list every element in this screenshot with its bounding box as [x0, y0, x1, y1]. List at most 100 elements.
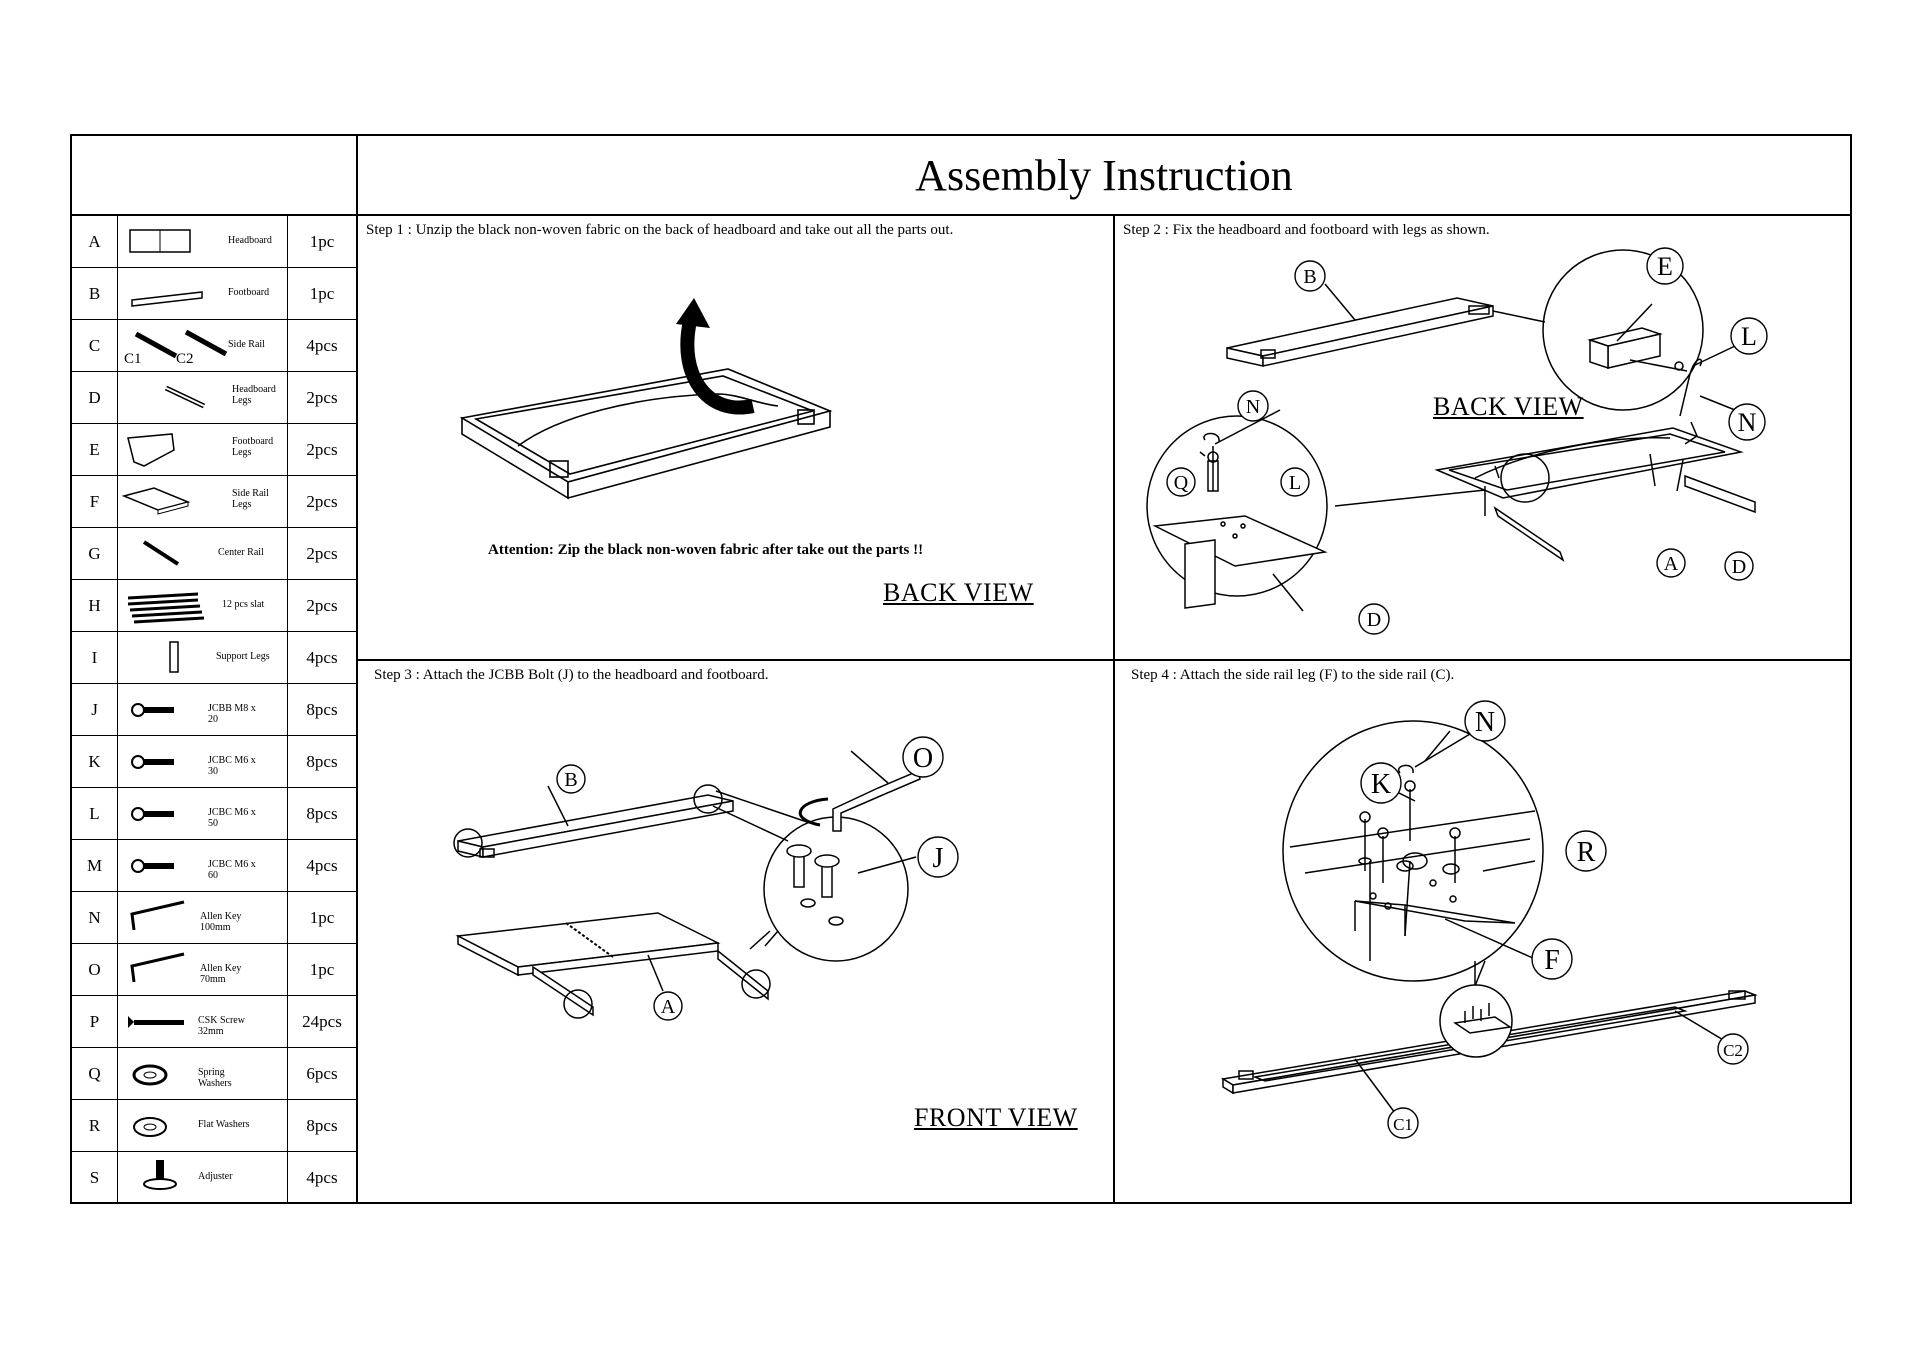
part-quantity: 24pcs	[302, 1011, 342, 1031]
callout-d: D	[1732, 556, 1746, 578]
step-1-panel: Step 1 : Unzip the black non-woven fabri…	[358, 216, 1115, 661]
part-letter: Q	[72, 1048, 118, 1099]
part-row-j: J JCBB M8 x 20 8pcs	[72, 684, 356, 736]
callout-a: A	[1664, 553, 1679, 575]
part-picture: Footboard Legs	[118, 424, 288, 475]
part-letter: R	[72, 1100, 118, 1151]
bolt-icon	[131, 755, 174, 769]
part-letter: L	[72, 788, 118, 839]
part-letter: K	[72, 736, 118, 787]
part-name: Headboard Legs	[232, 384, 276, 406]
part-name: JCBB M8 x 20	[208, 703, 256, 725]
callout-b: B	[1303, 266, 1316, 288]
bolt-icon	[131, 859, 174, 873]
part-picture: Side Rail Legs	[118, 476, 288, 527]
flat-washer-icon	[133, 1117, 167, 1137]
allen-key-icon	[130, 952, 185, 983]
part-name: Footboard	[228, 287, 270, 298]
step-2-panel: Step 2 : Fix the headboard and footboard…	[1115, 216, 1852, 661]
step-2-diagram: B E L N N Q L A D D	[1146, 247, 1768, 635]
part-row-s: S Adjuster 4pcs	[72, 1152, 356, 1204]
part-row-b: B Footboard 1pc	[72, 268, 356, 320]
callout-r: R	[1577, 837, 1596, 868]
part-letter: J	[72, 684, 118, 735]
support-leg-icon	[169, 641, 179, 673]
callout-c2: C2	[1723, 1041, 1743, 1060]
headboard-icon	[129, 229, 191, 253]
screw-icon	[128, 1016, 184, 1028]
attention-note: Attention: Zip the black non-woven fabri…	[488, 542, 924, 558]
part-letter: G	[72, 528, 118, 579]
step-3-panel: Step 3 : Attach the JCBB Bolt (J) to the…	[358, 661, 1115, 1204]
side-rail-icon	[134, 329, 228, 359]
step-1-text: Step 1 : Unzip the black non-woven fabri…	[366, 222, 954, 238]
callout-n: N	[1246, 396, 1260, 418]
part-picture: JCBB M8 x 20	[118, 684, 288, 735]
callout-e: E	[1657, 252, 1673, 281]
callout-b: B	[564, 769, 577, 791]
callout-n-2: N	[1738, 408, 1757, 437]
step-2-view-label: BACK VIEW	[1433, 392, 1584, 421]
callout-l: L	[1741, 322, 1757, 351]
part-picture: Headboard Legs	[118, 372, 288, 423]
part-quantity: 8pcs	[306, 699, 338, 719]
part-name: Center Rail	[218, 547, 264, 558]
part-quantity: 6pcs	[306, 1063, 338, 1083]
slat-bundle-icon	[127, 592, 205, 624]
part-picture: Center Rail	[118, 528, 288, 579]
part-picture: JCBC M6 x 50	[118, 788, 288, 839]
part-name: Side Rail Legs	[232, 488, 269, 510]
part-picture: Support Legs	[118, 632, 288, 683]
part-quantity: 8pcs	[306, 803, 338, 823]
part-name: Adjuster	[198, 1171, 233, 1182]
callout-f: F	[1544, 945, 1560, 976]
part-letter: N	[72, 892, 118, 943]
spring-washer-icon	[132, 1064, 168, 1086]
part-name: CSK Screw 32mm	[198, 1015, 245, 1037]
part-quantity: 1pc	[309, 231, 335, 251]
part-letter: B	[72, 268, 118, 319]
step-1-diagram	[459, 298, 833, 500]
part-letter: P	[72, 996, 118, 1047]
callout-j: J	[933, 843, 944, 874]
part-letter: M	[72, 840, 118, 891]
adjuster-icon	[143, 1160, 177, 1190]
part-name: Headboard	[228, 235, 272, 246]
side-rail-sub-label: C2	[176, 351, 194, 367]
headboard-leg-icon	[164, 385, 206, 409]
part-quantity: 1pc	[309, 283, 335, 303]
step-3-diagram: B O J A	[453, 736, 959, 1021]
part-quantity: 4pcs	[306, 335, 338, 355]
part-letter: F	[72, 476, 118, 527]
step-4-text: Step 4 : Attach the side rail leg (F) to…	[1131, 667, 1455, 683]
part-quantity: 4pcs	[306, 1168, 338, 1187]
side-rail-sub-label: C1	[124, 351, 142, 367]
part-picture: Spring Washers	[118, 1048, 288, 1099]
callout-k: K	[1371, 769, 1391, 800]
part-picture: Adjuster	[118, 1152, 288, 1204]
page-title: Assembly Instruction	[358, 136, 1850, 216]
part-letter: S	[72, 1152, 118, 1204]
part-name: Allen Key 100mm	[200, 911, 242, 933]
callout-l-2: L	[1289, 472, 1301, 494]
bolt-icon	[131, 703, 174, 717]
callout-d-2: D	[1367, 609, 1381, 631]
footboard-leg-icon	[127, 433, 175, 467]
callout-n: N	[1475, 707, 1495, 738]
part-quantity: 4pcs	[306, 647, 338, 667]
callout-q: Q	[1174, 472, 1189, 494]
step-3-view-label: FRONT VIEW	[914, 1103, 1078, 1132]
